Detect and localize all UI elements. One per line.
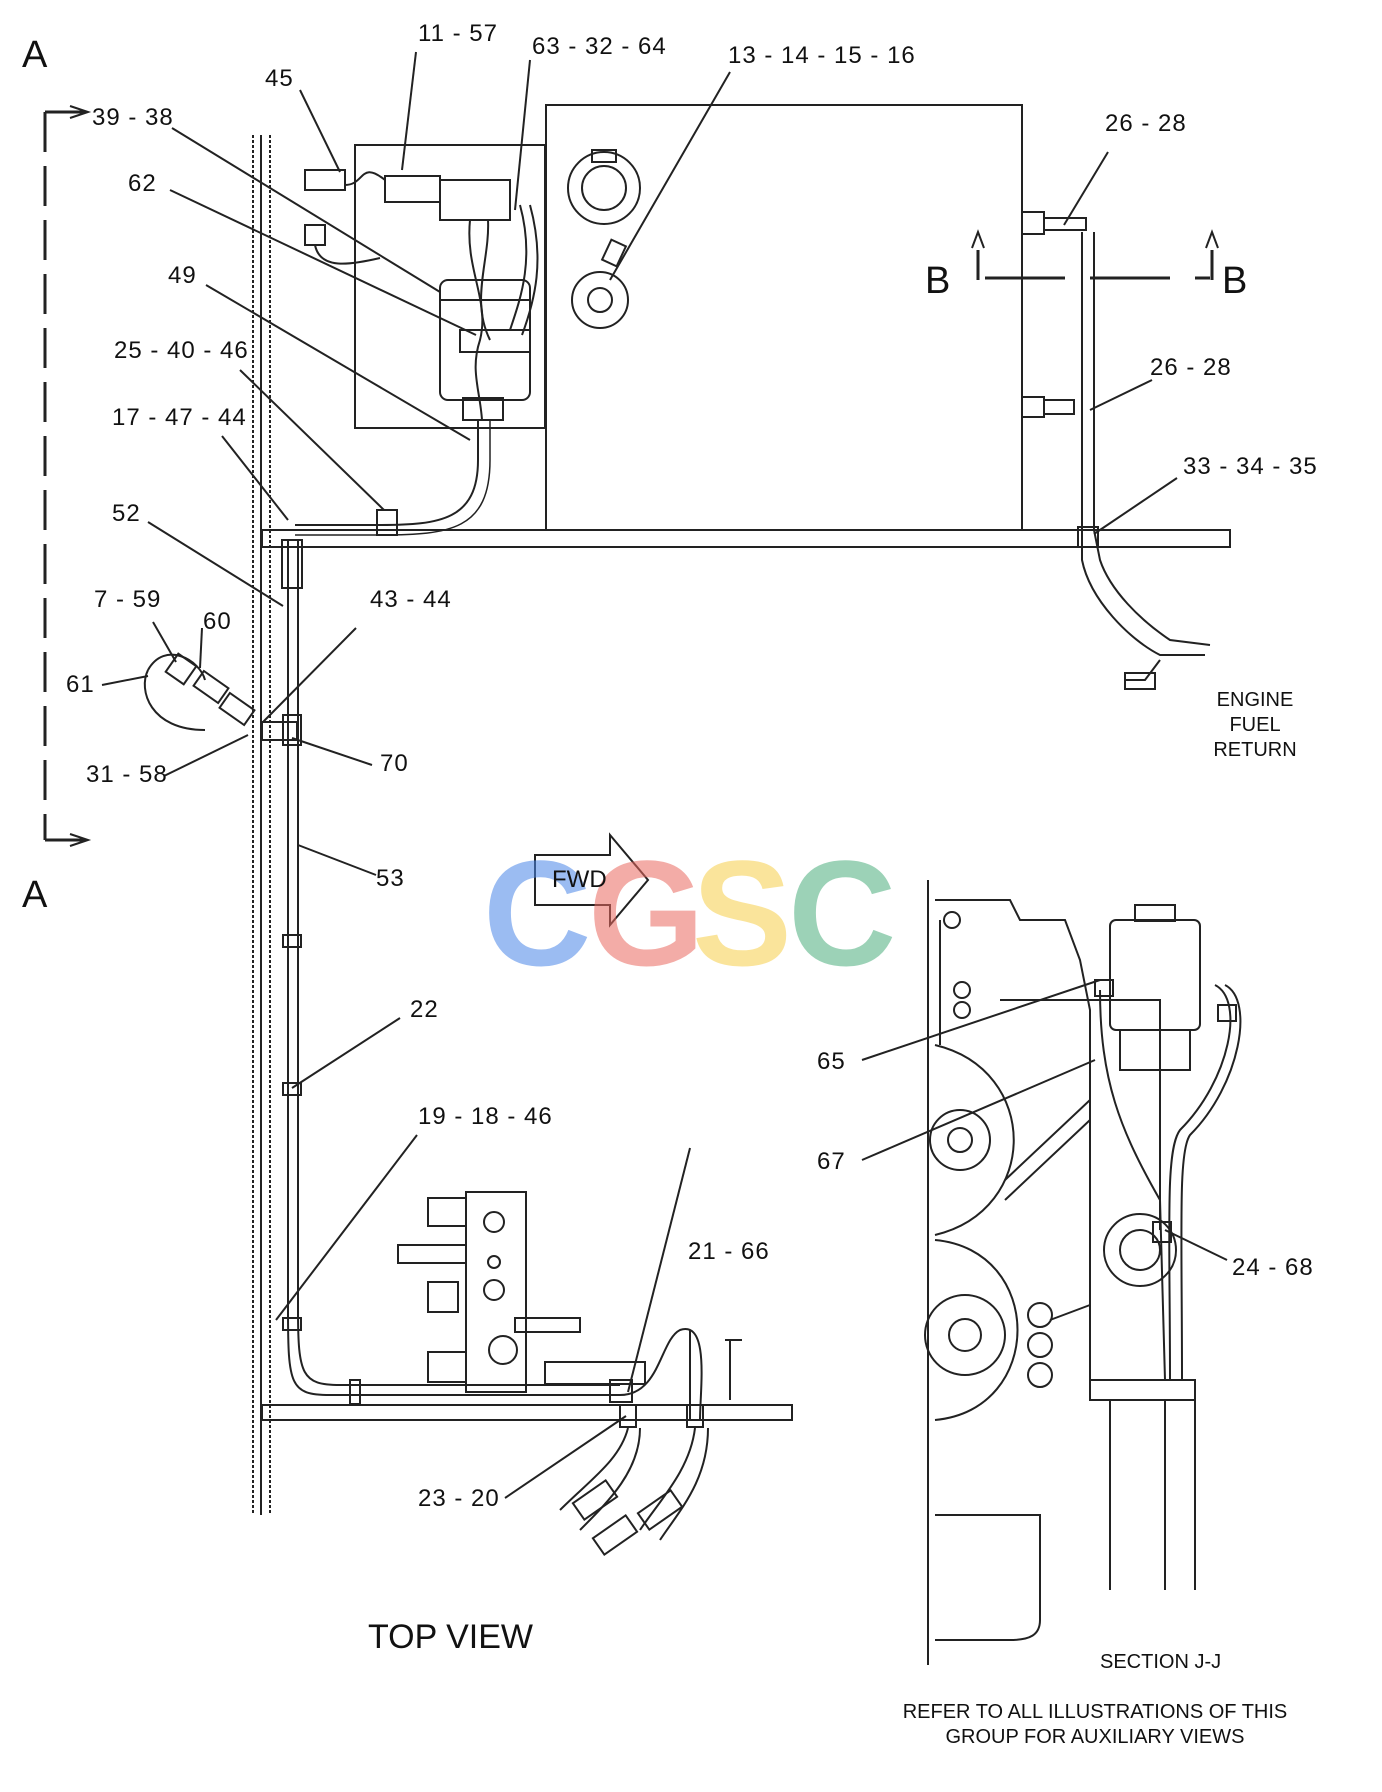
section-marker-a-top: A [22,34,48,76]
callout-45: 45 [265,65,294,92]
section-j-j-engine-view [924,880,1242,1665]
tee-fitting-70 [143,652,298,741]
callout-61: 61 [66,671,95,698]
hose-49-inner [295,420,491,536]
callout-60: 60 [203,608,232,635]
fuel-filter [304,169,531,421]
callout-62: 62 [128,170,157,197]
callout-67: 67 [817,1148,846,1175]
engine-note-line-2: FUEL [1229,714,1281,736]
callout-43-44: 43 - 44 [370,586,452,613]
callout-70: 70 [380,750,409,777]
callout-7-59: 7 - 59 [94,586,162,613]
callout-52: 52 [112,500,141,527]
refer-note-line-1: REFER TO ALL ILLUSTRATIONS OF THIS [902,1701,1288,1723]
hose-49 [295,420,479,526]
callout-21-66: 21 - 66 [688,1238,770,1265]
engine-fuel-return-note: ENGINE FUEL RETURN [1205,688,1305,763]
callout-53: 53 [376,865,405,892]
sight-gauge [571,238,629,329]
callout-11-57: 11 - 57 [418,20,498,47]
callout-63-32-64: 63 - 32 - 64 [532,33,667,60]
callout-13-14-15-16: 13 - 14 - 15 - 16 [728,42,916,69]
control-valve [397,1191,646,1393]
watermark-letter-c1: C [483,829,592,997]
filter-hoses [468,204,539,421]
callout-22: 22 [410,996,439,1023]
section-b-line [971,229,1219,280]
callout-19-18-46: 19 - 18 - 46 [418,1103,553,1130]
engine-fuel-return-line [1021,211,1211,690]
fwd-label: FWD [552,866,607,893]
callout-26-28-lower: 26 - 28 [1150,354,1232,381]
callout-39-38: 39 - 38 [92,104,174,131]
fuel-tank [545,104,1023,531]
section-j-j-label: SECTION J-J [1100,1651,1222,1673]
top-view-label: TOP VIEW [368,1618,534,1656]
frame-rails [252,135,271,1515]
leader-lines [101,51,1228,1499]
section-marker-b-right: B [1222,260,1248,302]
refer-note: REFER TO ALL ILLUSTRATIONS OF THIS GROUP… [895,1700,1295,1750]
tank-cap [567,149,641,225]
section-marker-b-left: B [925,260,951,302]
callout-23-20: 23 - 20 [418,1485,500,1512]
refer-note-line-2: GROUP FOR AUXILIARY VIEWS [945,1726,1245,1748]
callout-26-28-upper: 26 - 28 [1105,110,1187,137]
callout-17-47-44: 17 - 47 - 44 [112,404,247,431]
engine-note-line-1: ENGINE [1216,689,1294,711]
section-marker-a-bottom: A [22,874,48,916]
watermark-letter-s: S [692,829,793,997]
watermark-letter-c2: C [788,829,897,997]
callout-33-34-35: 33 - 34 - 35 [1183,453,1318,480]
callout-65: 65 [817,1048,846,1075]
callout-31-58: 31 - 58 [86,761,168,788]
callout-25-40-46: 25 - 40 - 46 [114,337,249,364]
line-52-53 [281,539,620,1405]
bottom-hoses [559,1328,742,1557]
engine-note-line-3: RETURN [1213,739,1297,761]
watermark-letter-g: G [588,829,705,997]
clip-25-40-46 [376,509,398,536]
fwd-arrow [534,832,650,928]
callout-24-68: 24 - 68 [1232,1254,1314,1281]
callout-49: 49 [168,262,197,289]
section-a-bracket [43,105,92,847]
